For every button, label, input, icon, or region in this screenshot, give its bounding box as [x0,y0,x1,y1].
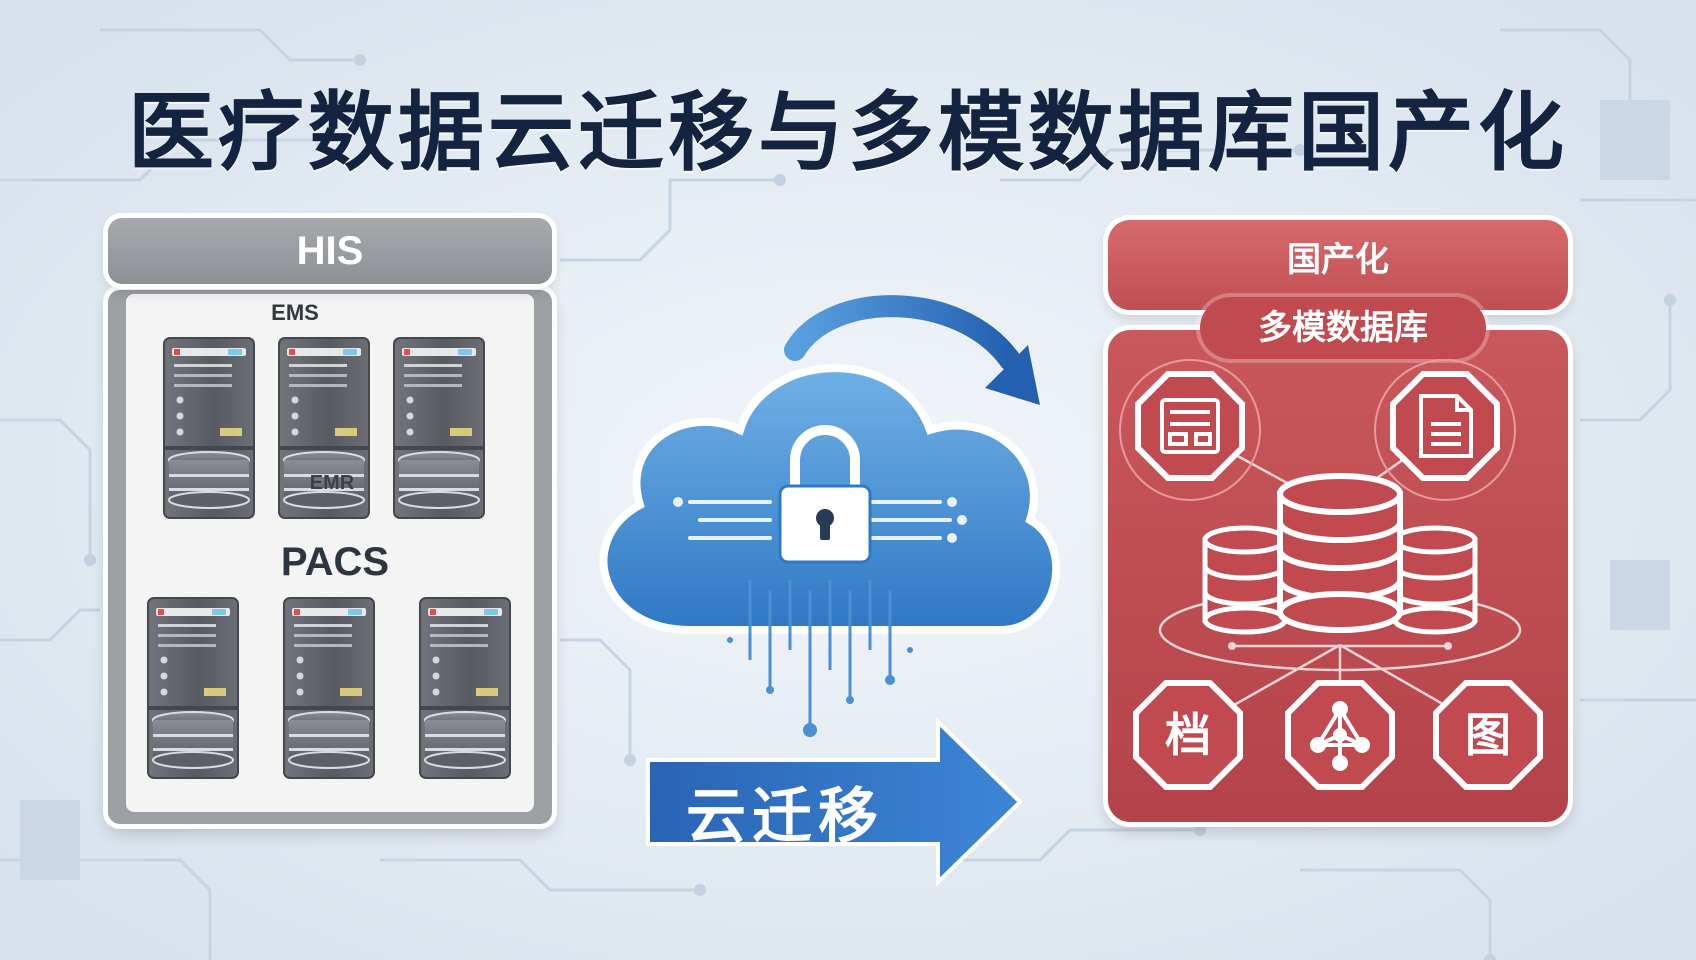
database-icon [1202,473,1478,635]
image-doc-icon: 图 [1436,683,1540,787]
archive-icon-glyph: 档 [1165,708,1211,762]
curved-arrow-icon [784,295,1040,405]
archive-icon: 档 [1136,683,1240,787]
emr-label: EMR [309,472,355,494]
right-arrow-icon [646,717,1023,887]
multimodel-db-label: 多模数据库 [1200,297,1486,359]
pacs-group-label: PACS [280,540,390,584]
ems-group-label: EMS [271,300,319,325]
his-panel-header: HIS [108,218,552,284]
form-icon [1138,374,1242,478]
graph-network-icon [1288,683,1392,787]
image-doc-icon-glyph: 图 [1465,708,1511,762]
migration-label: 云迁移 [686,782,884,852]
page-title: 医疗数据云迁移与多模数据库国产化 [128,83,1568,183]
lock-icon [778,425,872,564]
document-icon [1393,374,1497,478]
domestic-panel-header: 国产化 [1108,220,1568,310]
